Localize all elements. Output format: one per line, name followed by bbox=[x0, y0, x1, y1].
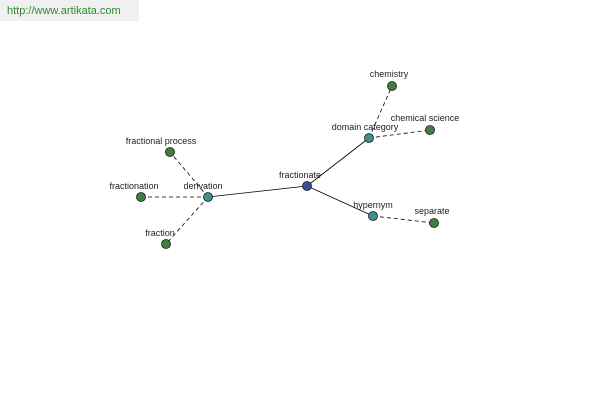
label-term-fractionation[interactable]: fractionation bbox=[109, 181, 158, 191]
node-relation-derivation[interactable] bbox=[203, 192, 213, 202]
node-center-word[interactable] bbox=[302, 181, 312, 191]
site-url-link[interactable]: http://www.artikata.com bbox=[7, 5, 121, 17]
node-term-fraction[interactable] bbox=[161, 239, 171, 249]
label-relation-derivation[interactable]: derivation bbox=[183, 181, 222, 191]
edges-layer bbox=[141, 85, 435, 245]
edge-fractionate-derivation bbox=[207, 185, 308, 198]
label-term-fractional-process[interactable]: fractional process bbox=[126, 136, 197, 146]
label-term-fraction[interactable]: fraction bbox=[145, 228, 175, 238]
node-term-chemistry[interactable] bbox=[387, 81, 397, 91]
node-term-chemical-science[interactable] bbox=[425, 125, 435, 135]
node-term-fractional-process[interactable] bbox=[165, 147, 175, 157]
label-center-word[interactable]: fractionate bbox=[279, 170, 321, 180]
node-term-separate[interactable] bbox=[429, 218, 439, 228]
label-relation-hypernym[interactable]: hypernym bbox=[353, 200, 393, 210]
label-term-chemical-science[interactable]: chemical science bbox=[391, 113, 460, 123]
label-term-separate[interactable]: separate bbox=[414, 206, 449, 216]
edge-derivation-fractional-process bbox=[169, 151, 209, 198]
edge-domain-category-chemistry bbox=[368, 85, 393, 139]
edge-hypernym-separate bbox=[372, 215, 435, 224]
edge-fractionate-domain-category bbox=[306, 137, 370, 187]
edge-fractionate-hypernym bbox=[306, 185, 374, 217]
edge-domain-category-chemical-science bbox=[368, 129, 431, 139]
url-bar: http://www.artikata.com bbox=[0, 0, 139, 21]
label-relation-domain-category[interactable]: domain category bbox=[332, 122, 399, 132]
label-term-chemistry[interactable]: chemistry bbox=[370, 69, 409, 79]
node-relation-domain-category[interactable] bbox=[364, 133, 374, 143]
node-relation-hypernym[interactable] bbox=[368, 211, 378, 221]
labels-layer: fractionate domain category chemistry chemi… bbox=[109, 69, 459, 238]
node-term-fractionation[interactable] bbox=[136, 192, 146, 202]
nodes-layer bbox=[136, 81, 439, 249]
edge-derivation-fraction bbox=[165, 196, 209, 245]
